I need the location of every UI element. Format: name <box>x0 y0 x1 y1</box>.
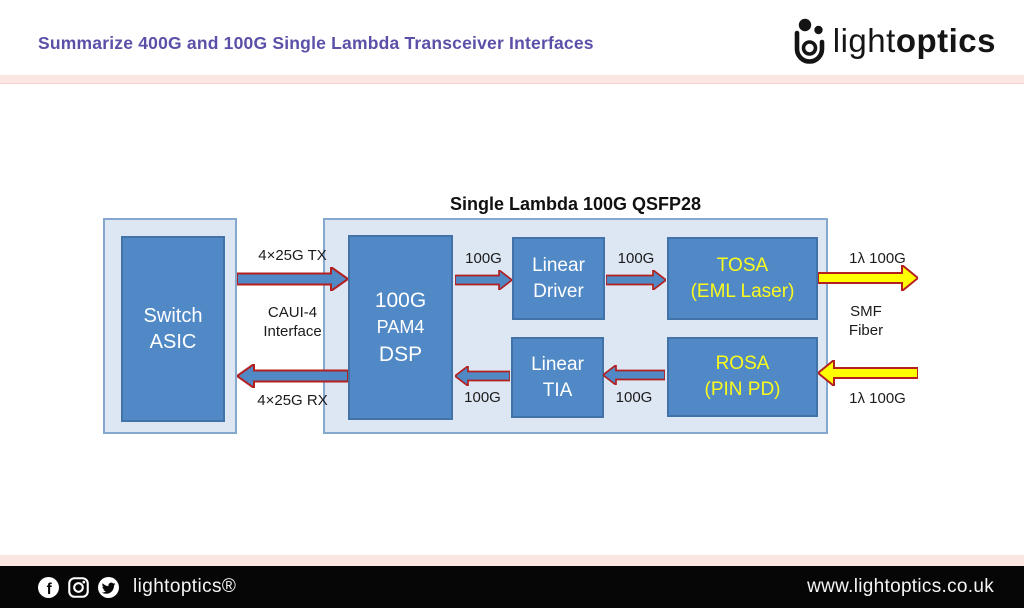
smf-label-line2: Fiber <box>848 322 884 339</box>
footer: f lightoptics® www.lightoptics.co.uk <box>0 566 1024 608</box>
tia-to-dsp-arrow <box>455 366 510 386</box>
diagram-title: Single Lambda 100G QSFP28 <box>449 194 702 214</box>
facebook-icon[interactable]: f <box>38 576 59 598</box>
dsp-to-driver-arrow <box>455 270 512 290</box>
dsp-label-line1: 100G <box>374 289 427 312</box>
fiber-rx-rate-label: 1λ 100G <box>849 390 906 407</box>
dsp-label-line2: PAM4 <box>376 317 425 337</box>
rosa-label-line1: ROSA <box>715 353 770 374</box>
tx-lanes-label: 4×25G TX <box>258 247 327 264</box>
page-title: Summarize 400G and 100G Single Lambda Tr… <box>38 33 594 53</box>
dsp-driver-rate-label: 100G <box>465 250 502 267</box>
lightoptics-logo-icon <box>794 18 825 64</box>
driver-label-line2: Driver <box>533 280 584 302</box>
rx-lanes-label: 4×25G RX <box>257 392 328 409</box>
tx-host-arrow <box>237 267 348 291</box>
rosa-fiber-in-arrow <box>818 360 918 386</box>
tosa-label-line2: (EML Laser) <box>690 280 795 302</box>
rosa-block: ROSA (PIN PD) <box>667 337 818 417</box>
header-divider <box>0 75 1024 84</box>
linear-driver-block: Linear Driver <box>512 237 605 320</box>
tia-label-line2: TIA <box>542 379 573 401</box>
tia-dsp-rate-label: 100G <box>464 389 501 406</box>
smf-fiber-label: SMF Fiber <box>826 302 906 340</box>
caui-label-line2: Interface <box>263 323 322 340</box>
switch-asic-label-line1: Switch <box>143 305 203 327</box>
driver-label-line1: Linear <box>532 254 585 276</box>
twitter-icon[interactable] <box>98 576 119 598</box>
caui-label-line1: CAUI-4 <box>267 304 318 321</box>
switch-asic-label-line2: ASIC <box>149 331 197 353</box>
rosa-tia-rate-label: 100G <box>615 389 653 406</box>
footer-url[interactable]: www.lightoptics.co.uk <box>807 576 994 597</box>
driver-to-tosa-arrow <box>606 270 666 290</box>
fiber-tx-rate-label: 1λ 100G <box>849 250 906 267</box>
brand-logo[interactable]: lightoptics <box>791 10 996 72</box>
social-icons: f <box>38 576 119 598</box>
caui-interface-label: CAUI-4 Interface <box>232 303 353 341</box>
smf-label-line1: SMF <box>850 303 882 320</box>
logo-word-optics: optics <box>895 22 996 59</box>
footer-divider <box>0 555 1024 566</box>
logo-wordmark: lightoptics <box>833 22 996 60</box>
driver-tosa-rate-label: 100G <box>617 250 655 267</box>
pam4-dsp-block: 100G PAM4 DSP <box>348 235 453 420</box>
rosa-label-line2: (PIN PD) <box>704 379 781 400</box>
footer-brand: lightoptics® <box>133 576 237 597</box>
tia-label-line1: Linear <box>531 353 584 375</box>
rosa-to-tia-arrow <box>603 365 665 385</box>
svg-text:f: f <box>47 580 53 597</box>
switch-asic-block: Switch ASIC <box>121 236 225 422</box>
instagram-icon[interactable] <box>68 576 89 598</box>
tosa-block: TOSA (EML Laser) <box>667 237 818 320</box>
tosa-fiber-out-arrow <box>818 265 918 291</box>
dsp-label-line3: DSP <box>378 343 423 366</box>
tosa-label-line1: TOSA <box>716 254 769 276</box>
rx-host-arrow <box>237 364 348 388</box>
logo-word-light: light <box>832 22 896 59</box>
linear-tia-block: Linear TIA <box>511 337 604 418</box>
